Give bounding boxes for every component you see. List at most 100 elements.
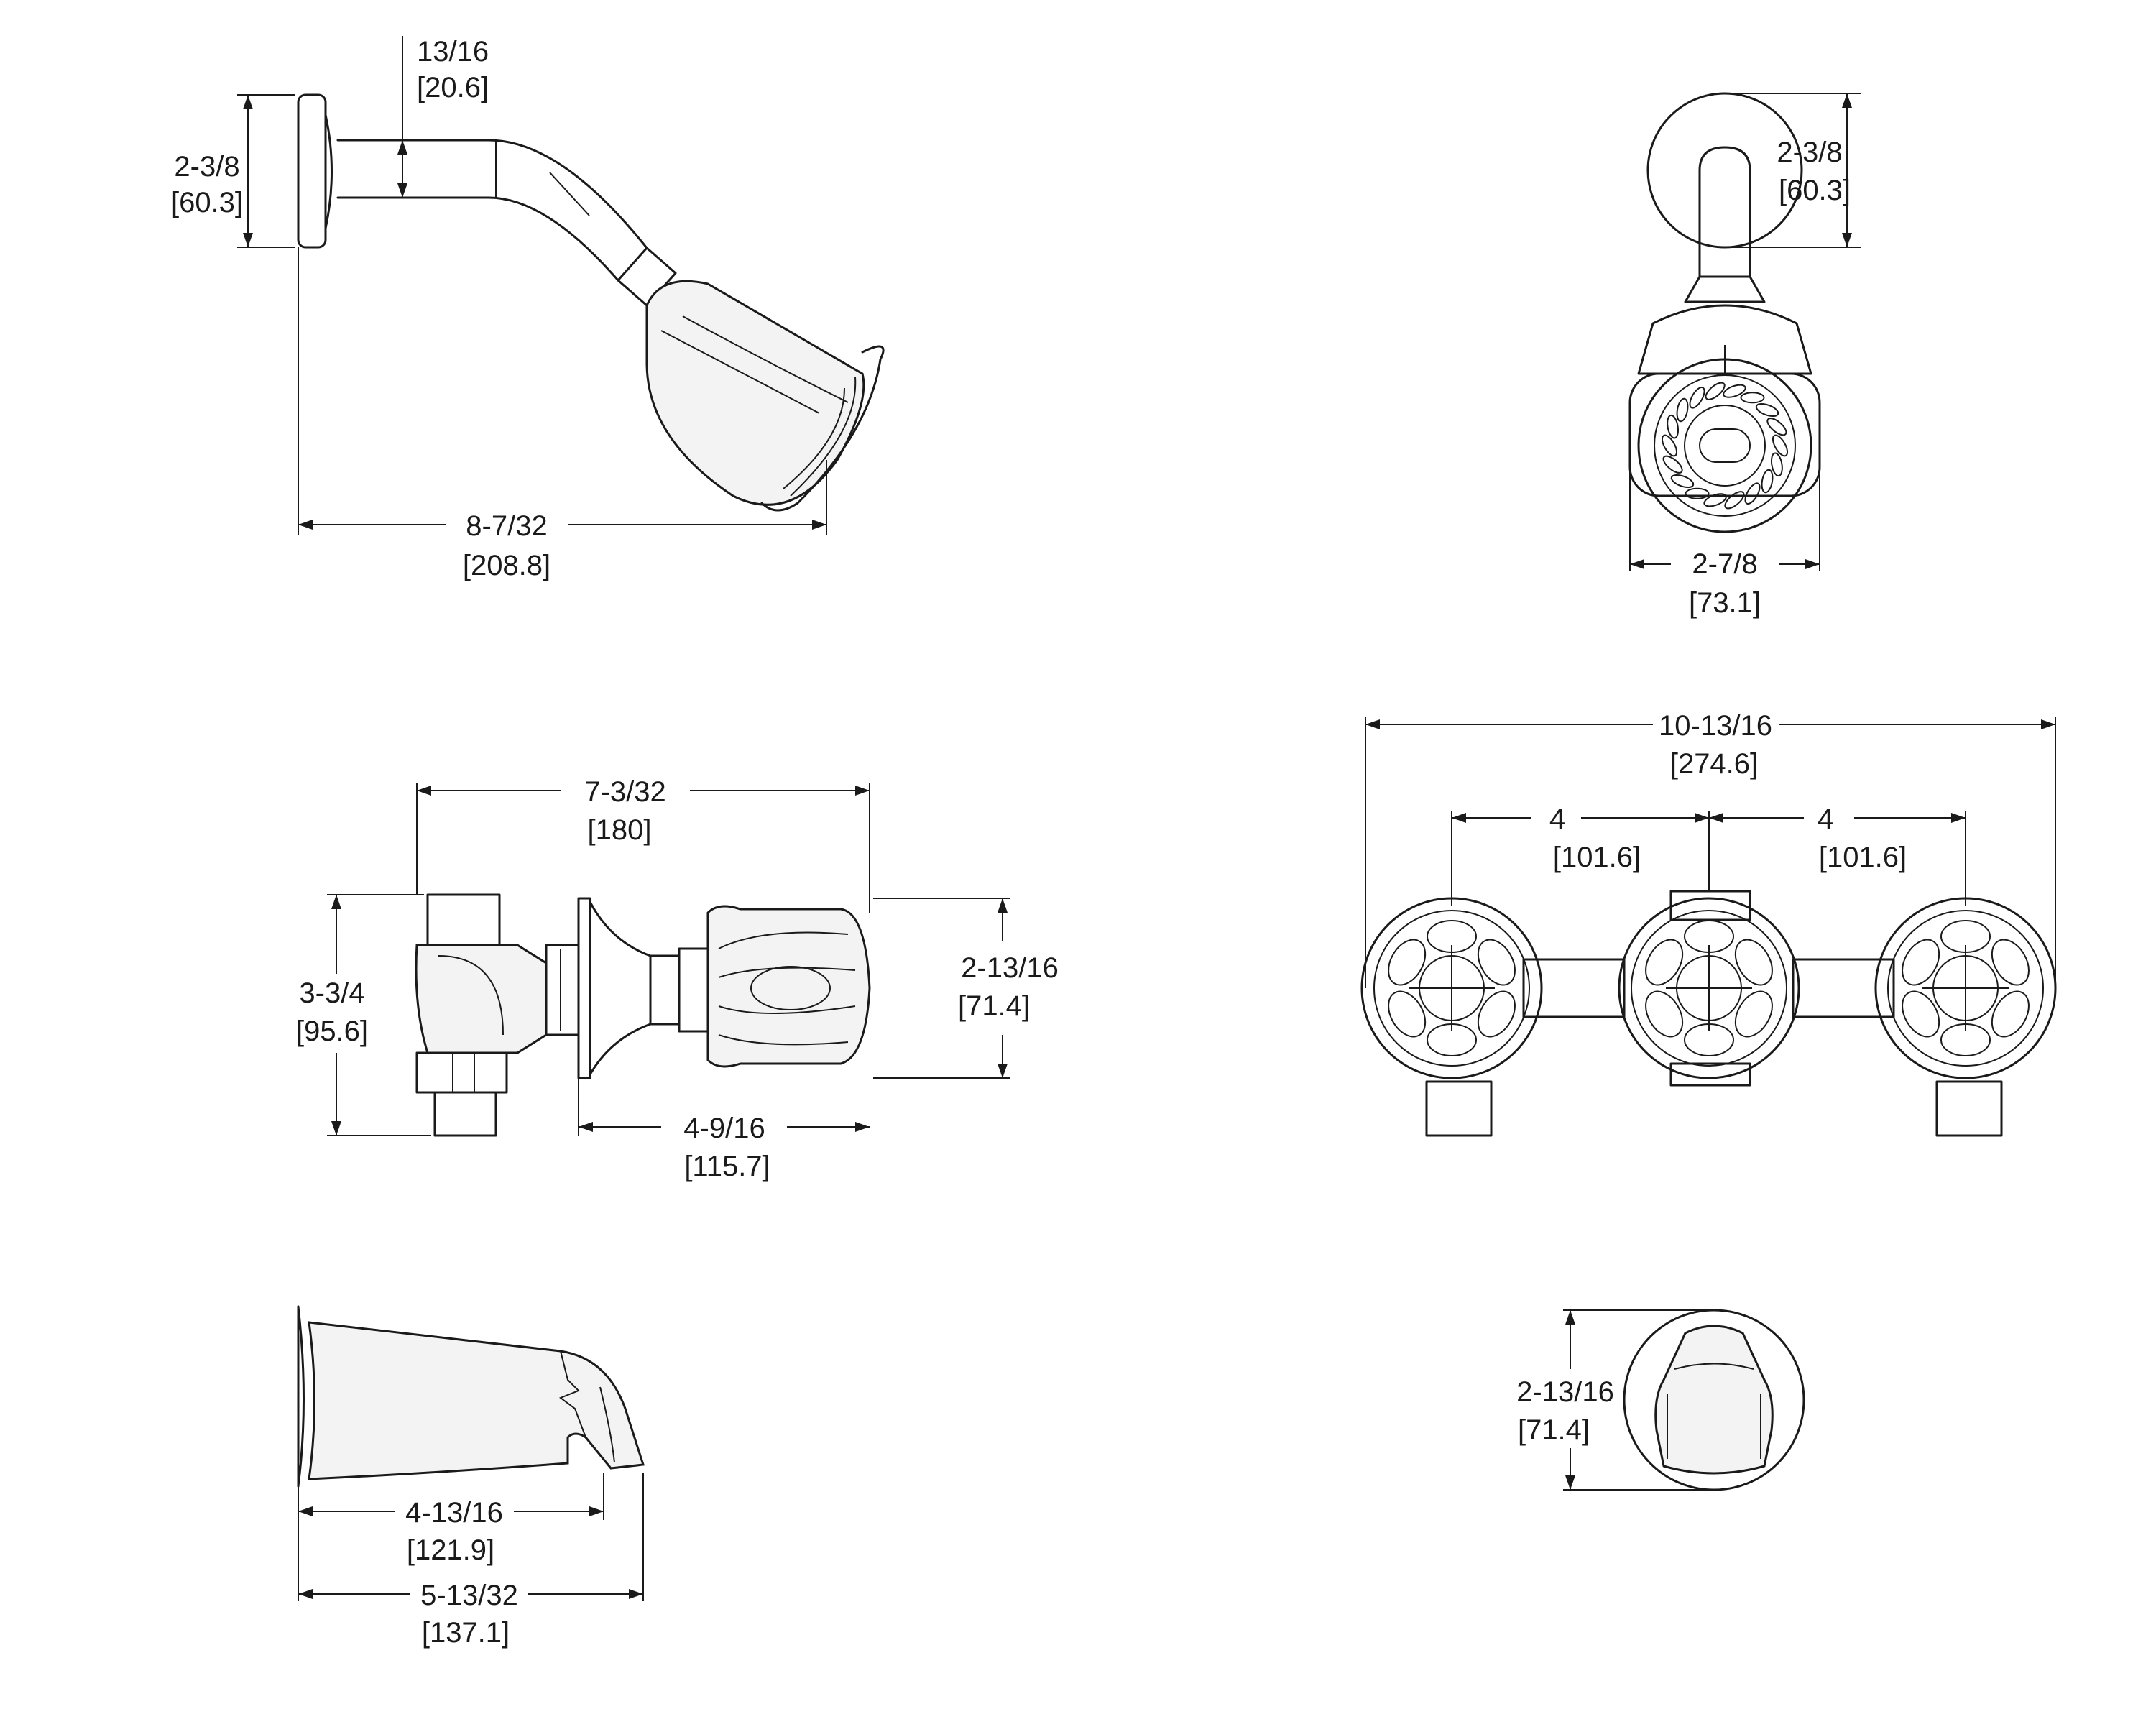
front-head-top [1637, 304, 1812, 375]
valve-spacing-right-mm: [101.6] [1819, 842, 1907, 873]
handle-neck [678, 947, 709, 1033]
spray-nozzle [1723, 384, 1746, 398]
valve-body-height-frac: 3-3/4 [299, 977, 364, 1009]
head-width-frac: 2-7/8 [1692, 548, 1757, 580]
valve-handle [706, 905, 871, 1068]
shower-arm-side-view: 13/16 [20.6] 2-3/8 [60.3] 8-7/32 [208.8] [171, 36, 885, 581]
spout-body [308, 1321, 645, 1480]
spray-nozzle [1770, 452, 1783, 477]
right-bottom-pipe [1935, 1080, 2003, 1137]
valve-bottom-pipe [433, 1091, 497, 1137]
tub-spout-front-view: 2-13/16 [71.4] [1516, 1309, 1805, 1491]
dim-head-width: 2-7/8 [73.1] [1629, 453, 1820, 619]
dim-valve-spacing-right: 4 [101.6] [1709, 803, 1966, 906]
flange-height-frac: 2-3/8 [174, 151, 239, 183]
spout-front-body [1654, 1325, 1774, 1475]
handle-part [1618, 897, 1800, 1079]
manifold-left [1522, 958, 1626, 1018]
valve-handle-height-mm: [71.4] [958, 990, 1030, 1022]
spray-face-ring [1654, 374, 1796, 517]
projection-mm: [208.8] [463, 550, 550, 581]
spout-flange [297, 1305, 305, 1488]
handle-part [1902, 990, 1940, 1038]
valve-handle-right [1874, 897, 2057, 1079]
spout-outlet-reach-frac: 4-13/16 [405, 1497, 503, 1529]
handle-part [1645, 939, 1684, 986]
handle-part [1734, 990, 1773, 1038]
spout-front-height-mm: [71.4] [1518, 1414, 1590, 1446]
valve-front-view: 10-13/16 [274.6] 4 [101.6] 4 [101.6] [1360, 710, 2057, 1137]
spray-nozzle [1740, 392, 1765, 404]
escutcheon [577, 897, 591, 1079]
spout-overall-reach-mm: [137.1] [422, 1617, 510, 1649]
handle-part [1991, 939, 2030, 986]
spray-face-outer [1637, 358, 1812, 533]
escutcheon-cone [589, 900, 652, 1076]
valve-side-view: 7-3/32 [180] 3-3/4 [95.6] 2-13/16 [71.4] [296, 776, 1059, 1182]
front-flange-height-frac: 2-3/8 [1777, 137, 1842, 168]
dim-projection: 8-7/32 [208.8] [298, 247, 827, 581]
valve-handle-depth-frac: 4-9/16 [683, 1113, 765, 1144]
center-top-pipe [1669, 890, 1751, 921]
arm-bottom [336, 196, 619, 282]
handle-part [1991, 990, 2030, 1038]
handle-part [1373, 910, 1530, 1067]
dim-spout-overall-reach: 5-13/32 [137.1] [298, 1473, 644, 1649]
valve-hex-nut [415, 1051, 508, 1094]
spout-overall-reach-frac: 5-13/32 [420, 1580, 518, 1611]
valve-handle-center [1618, 897, 1800, 1079]
left-bottom-pipe [1425, 1080, 1493, 1137]
dim-valve-handle-depth: 4-9/16 [115.7] [578, 1078, 870, 1182]
spray-nozzle [1761, 469, 1774, 494]
spray-nozzle [1772, 434, 1789, 457]
arm-top [336, 139, 648, 249]
valve-body-height-mm: [95.6] [296, 1015, 368, 1047]
spray-nozzles [1661, 382, 1789, 510]
valve-spacing-left-mm: [101.6] [1553, 842, 1641, 873]
valve-body [415, 944, 548, 1054]
spray-nozzle [1685, 487, 1710, 499]
spray-nozzle [1689, 387, 1705, 409]
handle-part [1388, 990, 1427, 1038]
valve-handle-left [1360, 897, 1543, 1079]
front-flange-height-mm: [60.3] [1779, 175, 1851, 206]
tub-spout-side-view: 4-13/16 [121.9] 5-13/32 [137.1] [297, 1305, 645, 1649]
wall-flange [297, 93, 327, 249]
dim-spout-outlet-reach: 4-13/16 [121.9] [298, 1473, 604, 1601]
dim-valve-spacing-left: 4 [101.6] [1451, 803, 1710, 906]
handle-part [1645, 990, 1684, 1038]
spray-nozzle [1755, 402, 1779, 418]
front-arm [1698, 146, 1751, 278]
handle-part [1734, 939, 1773, 986]
valve-overall-depth-frac: 7-3/32 [584, 776, 665, 808]
dim-valve-handle-height: 2-13/16 [71.4] [873, 898, 1059, 1079]
dim-front-flange-height: 2-3/8 [60.3] [1732, 93, 1861, 248]
spout-front-height-frac: 2-13/16 [1516, 1376, 1614, 1408]
center-bottom-pipe [1669, 1062, 1751, 1087]
valve-overall-width-frac: 10-13/16 [1659, 710, 1772, 742]
shower-head-front-view: 2-3/8 [60.3] 2-7/8 [73.1] [1628, 92, 1861, 619]
arm-diameter-frac: 13/16 [417, 36, 489, 68]
flange-edge [324, 114, 333, 230]
shower-head-body [645, 280, 865, 506]
handle-part [1477, 939, 1516, 986]
swivel-nut [617, 247, 677, 307]
dim-spout-front-height: 2-13/16 [71.4] [1516, 1309, 1714, 1491]
valve-handle-height-frac: 2-13/16 [961, 952, 1059, 984]
dim-valve-body-height: 3-3/4 [95.6] [296, 894, 431, 1136]
spray-nozzle [1662, 455, 1683, 474]
spray-nozzle [1724, 491, 1745, 510]
spray-nozzle [1661, 434, 1678, 457]
valve-spacing-left-frac: 4 [1549, 803, 1565, 835]
handle-part [1902, 939, 1940, 986]
spray-face [760, 345, 885, 512]
arm-diameter-mm: [20.6] [417, 72, 489, 103]
handle-part [1631, 910, 1787, 1067]
dim-arm-diameter: 13/16 [20.6] [397, 36, 489, 198]
spout-outlet-reach-mm: [121.9] [407, 1534, 494, 1566]
dim-valve-overall-depth: 7-3/32 [180] [416, 776, 870, 913]
dim-flange-height: 2-3/8 [60.3] [171, 94, 295, 248]
front-nut [1684, 275, 1766, 303]
spray-nozzle [1676, 397, 1689, 423]
spray-nozzle [1703, 493, 1727, 507]
